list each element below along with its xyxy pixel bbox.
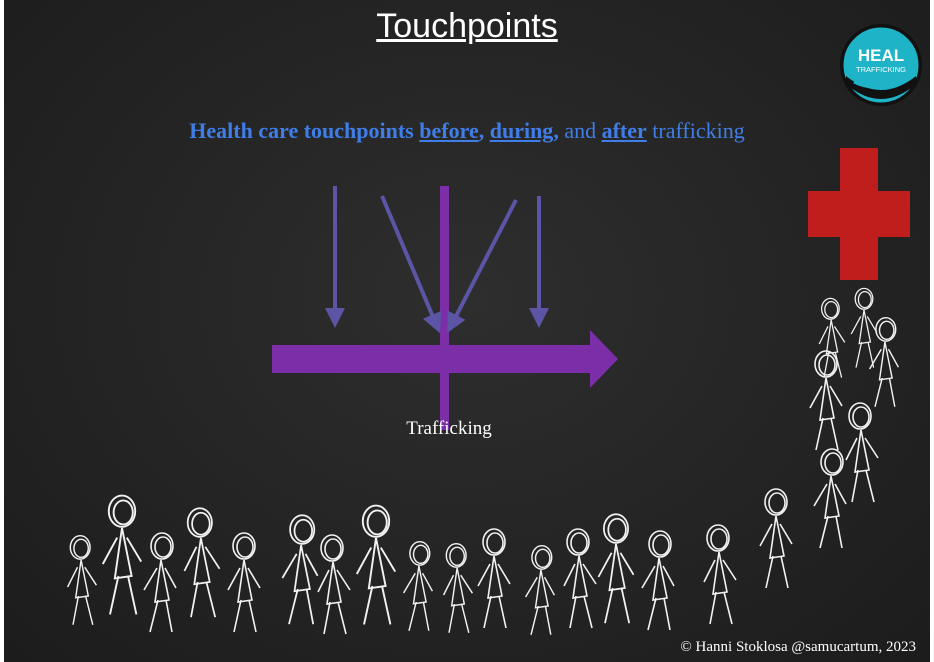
touchpoint-arrow-3 [447,199,518,333]
subtitle: Health care touchpoints before, during, … [4,116,930,146]
stick-figure [402,540,434,631]
subtitle-sep1: , [478,118,490,143]
subtitle-during: during [489,118,554,143]
stick-figure [850,287,878,368]
stick-figure [143,532,177,633]
trafficking-label: Trafficking [406,418,492,439]
stick-figure [845,402,879,503]
stick-figure [597,513,635,624]
heal-trafficking-logo: HEAL TRAFFICKING [840,24,922,106]
stick-figure [183,507,221,618]
stick-figure [317,534,351,635]
subtitle-and: and [564,118,602,143]
stick-figure [524,544,556,635]
touchpoint-diagram [272,186,618,430]
touchpoint-arrow-2 [380,195,442,334]
stick-figure [641,530,675,631]
stick-figure [759,488,793,589]
logo-text-trafficking: TRAFFICKING [856,65,906,74]
stick-figure [563,528,597,629]
heal-logo-graphic: HEAL TRAFFICKING [840,24,922,106]
stick-figure [101,494,143,615]
slide-title: Touchpoints [376,7,558,45]
trafficking-marker-line [440,186,449,430]
stick-figure [818,297,846,378]
subtitle-sep2: , [553,118,565,143]
stick-figure [66,534,98,625]
stick-figure [868,316,900,407]
stick-figure-crowd [66,287,900,635]
red-cross-icon [808,148,910,280]
stick-figure [355,504,397,625]
stick-figure [227,532,261,633]
stick-figure [813,448,847,549]
subtitle-tail: trafficking [646,118,745,143]
stick-figure [281,514,319,625]
subtitle-after: after [601,118,647,143]
red-cross-horizontal-bar [808,191,910,237]
subtitle-lead: Health care touchpoints [189,118,420,143]
slide: Touchpoints HEAL TRAFFICKING Health care… [4,0,930,662]
stick-figure [703,524,737,625]
logo-text-heal: HEAL [858,46,904,65]
copyright-credit: © Hanni Stoklosa @samucartum, 2023 [680,639,916,655]
stick-figure [442,542,474,633]
stick-figure [477,528,511,629]
stick-figure [809,350,843,451]
subtitle-before: before [419,118,479,143]
